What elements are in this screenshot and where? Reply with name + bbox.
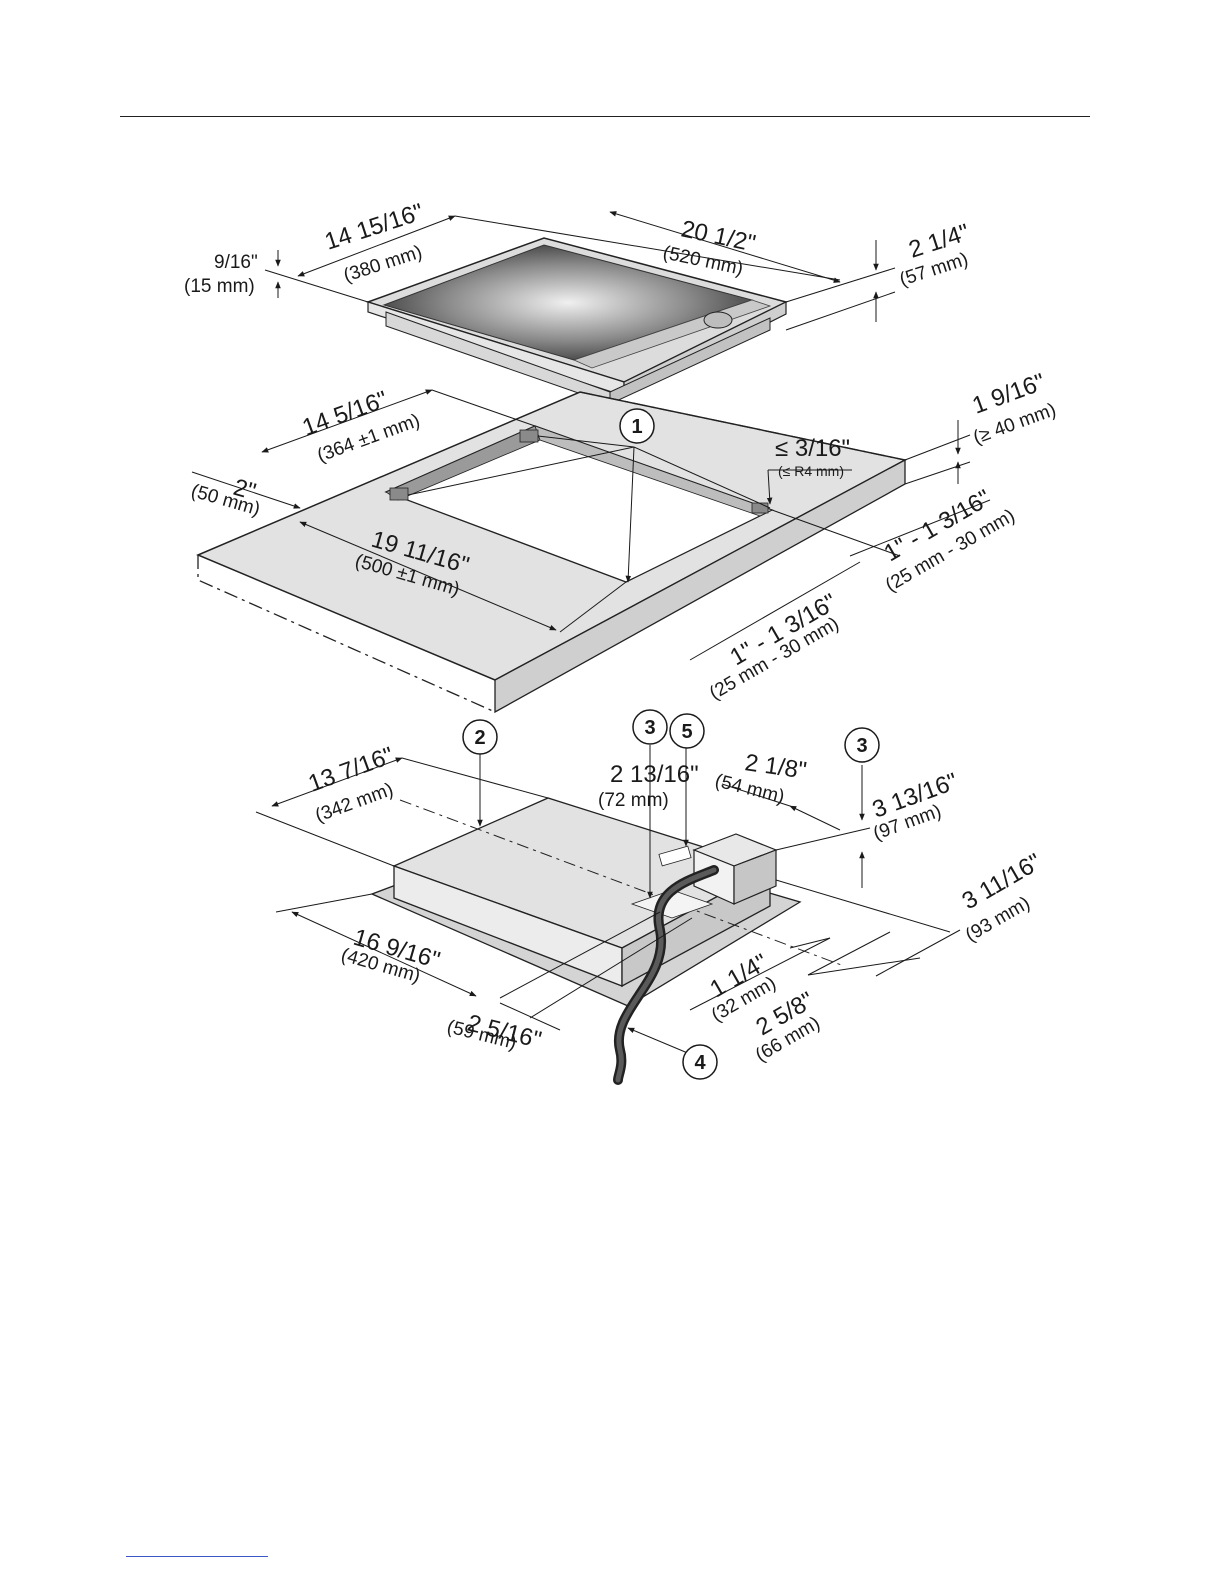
callout-4: 4 <box>682 1044 718 1080</box>
svg-text:5: 5 <box>681 721 692 743</box>
callout-1: 1 <box>619 408 655 444</box>
callout-5: 5 <box>669 713 705 749</box>
box-offset-in: 2 13/16" <box>610 761 699 788</box>
svg-text:3: 3 <box>644 717 655 739</box>
top-height-in: 9/16" <box>214 252 258 273</box>
countertop-dimensions <box>191 389 991 661</box>
radius-in: ≤ 3/16" <box>775 435 850 462</box>
callout-3b: 3 <box>844 727 880 763</box>
top-height-mm: (15 mm) <box>184 276 255 297</box>
svg-text:2: 2 <box>474 727 485 749</box>
svg-text:4: 4 <box>694 1052 706 1074</box>
appliance-bottom-unit <box>370 797 845 1085</box>
radius-mm: (≤ R4 mm) <box>778 463 844 479</box>
svg-text:1: 1 <box>631 416 642 438</box>
callout-2: 2 <box>462 719 498 755</box>
bottom-unit-dimensions <box>255 745 961 1055</box>
appliance-top-unit <box>365 237 789 405</box>
box-offset-mm: (72 mm) <box>598 790 669 811</box>
svg-text:3: 3 <box>856 735 867 757</box>
top-depth-mm: (380 mm) <box>341 242 425 287</box>
callout-3a: 3 <box>632 709 668 745</box>
top-unit-dimensions <box>264 211 896 331</box>
footer-link-rule <box>126 1556 268 1557</box>
header-rule <box>120 116 1090 117</box>
